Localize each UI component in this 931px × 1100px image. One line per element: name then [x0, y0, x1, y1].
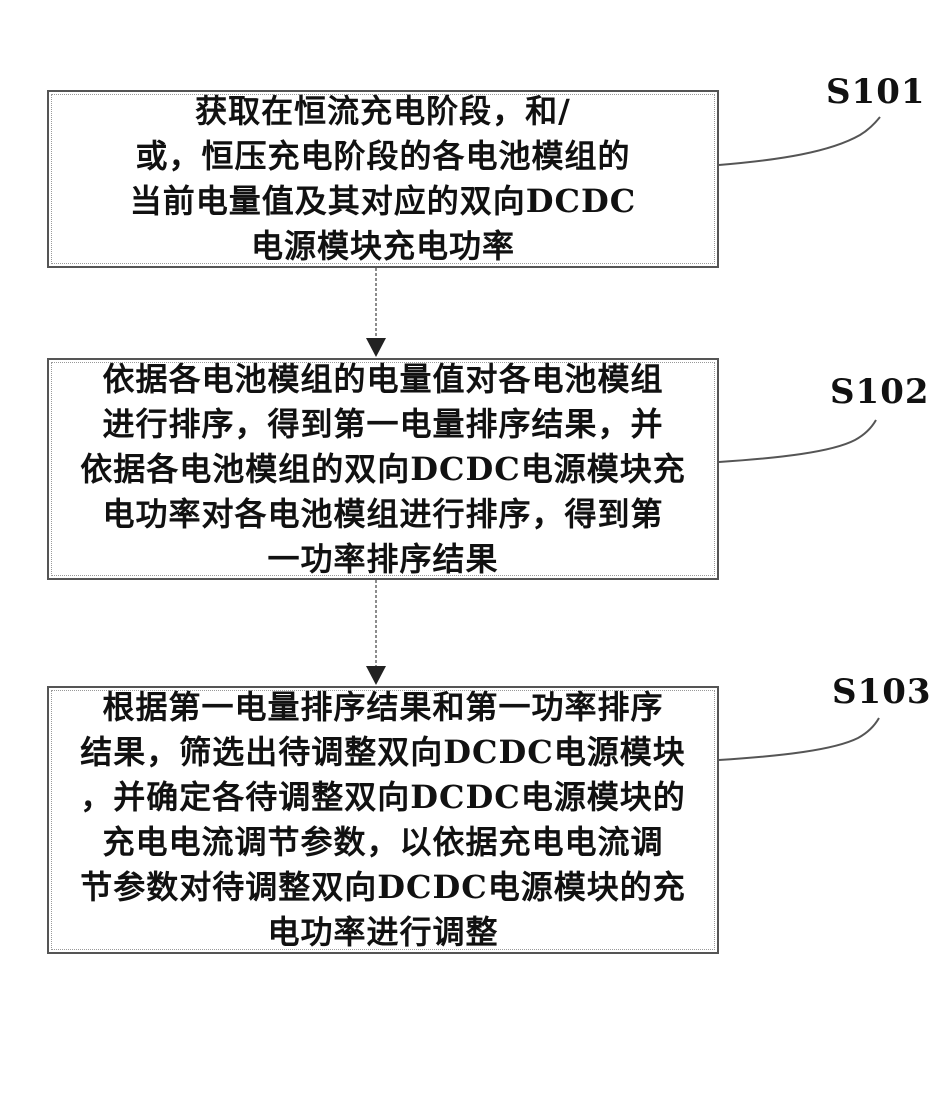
step-text-s101: 获取在恒流充电阶段，和/ 或，恒压充电阶段的各电池模组的 当前电量值及其对应的双… — [130, 89, 636, 269]
step-box-s101: 获取在恒流充电阶段，和/ 或，恒压充电阶段的各电池模组的 当前电量值及其对应的双… — [47, 90, 719, 268]
arrow-s102-to-s103 — [366, 580, 386, 685]
leader-line-s103 — [719, 718, 879, 760]
leader-line-s101 — [719, 117, 880, 165]
step-label-s102: S102 — [830, 372, 930, 412]
arrow-s101-to-s102 — [366, 268, 386, 357]
leader-line-s102 — [719, 420, 876, 462]
step-box-s103: 根据第一电量排序结果和第一功率排序 结果，筛选出待调整双向DCDC电源模块 ，并… — [47, 686, 719, 954]
step-label-s103: S103 — [832, 672, 931, 712]
step-text-s102: 依据各电池模组的电量值对各电池模组 进行排序，得到第一电量排序结果，并 依据各电… — [80, 357, 685, 582]
step-box-s102: 依据各电池模组的电量值对各电池模组 进行排序，得到第一电量排序结果，并 依据各电… — [47, 358, 719, 580]
step-text-s103: 根据第一电量排序结果和第一功率排序 结果，筛选出待调整双向DCDC电源模块 ，并… — [80, 685, 685, 955]
step-label-s101: S101 — [826, 72, 926, 112]
